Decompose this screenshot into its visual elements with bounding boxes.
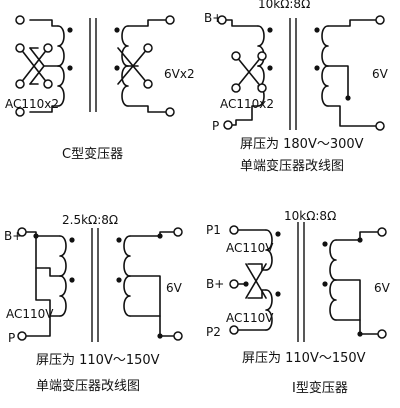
bl-secondary-winding xyxy=(123,235,131,317)
tl-terminal-x-lower xyxy=(43,79,53,89)
br-terminal-sec-bottom xyxy=(377,329,387,339)
tl-caption: C型变压器 xyxy=(62,146,123,162)
tr-secondary-label: 6V xyxy=(372,67,389,81)
br-primary-upper-label: AC110V xyxy=(226,241,274,255)
quadrant-single-ended-180-300: 10kΩ:8Ω B+ P xyxy=(204,0,389,174)
tr-rating: 10kΩ:8Ω xyxy=(258,0,310,11)
bl-terminal-b-plus xyxy=(17,227,27,237)
br-phase-dot xyxy=(275,291,281,297)
bl-phase-dot xyxy=(116,277,122,283)
tl-terminal-top-left xyxy=(15,15,25,25)
tl-terminal-sec-lower xyxy=(143,79,153,89)
tr-phase-dot xyxy=(314,27,320,33)
tr-terminal-b-plus xyxy=(217,15,227,25)
bl-junction-dot xyxy=(157,233,163,239)
tl-core xyxy=(89,18,97,112)
quadrant-c-transformer: AC110x2 6Vx2 C型变压器 xyxy=(5,15,195,162)
br-terminal-p2 xyxy=(229,325,239,335)
tl-terminal-x-upper xyxy=(43,43,53,53)
tl-terminal-mid-left-upper xyxy=(15,43,25,53)
br-core xyxy=(297,222,305,342)
quadrant-push-pull: 10kΩ:8Ω P1 B+ P2 xyxy=(206,209,391,396)
bl-core xyxy=(91,228,99,342)
bl-phase-dot xyxy=(69,237,75,243)
tr-caption-line2: 单端变压器改线图 xyxy=(240,158,344,174)
bl-rating: 2.5kΩ:8Ω xyxy=(62,213,118,227)
quadrant-single-ended-110-150: 2.5kΩ:8Ω B+ P AC110V 6 xyxy=(4,213,183,394)
tr-terminal-sec-top xyxy=(375,15,385,25)
tr-caption-line1: 屏压为 180V～300V xyxy=(240,137,364,152)
tl-primary-winding xyxy=(57,25,65,107)
tl-terminal-sec-upper xyxy=(143,43,153,53)
br-primary-lower-label: AC110V xyxy=(226,311,274,325)
tl-terminal-mid-left-lower xyxy=(15,79,25,89)
br-phase-dot xyxy=(322,281,328,287)
bl-phase-dot xyxy=(116,237,122,243)
tl-phase-dot xyxy=(67,27,73,33)
br-junction-dot xyxy=(357,331,363,337)
tr-phase-dot xyxy=(267,27,273,33)
tr-terminal-sec-bottom xyxy=(375,121,385,131)
bl-primary-winding xyxy=(59,235,67,317)
tr-p: P xyxy=(212,119,219,133)
bl-primary-label: AC110V xyxy=(6,307,54,321)
bl-secondary-label: 6V xyxy=(166,281,183,295)
tl-phase-dot xyxy=(114,65,120,71)
tr-phase-dot xyxy=(267,65,273,71)
tr-terminal-p xyxy=(223,120,233,130)
br-terminal-p1 xyxy=(229,225,239,235)
br-p1: P1 xyxy=(206,223,221,237)
tl-terminal-bottom-right xyxy=(165,107,175,117)
tr-secondary-winding xyxy=(321,25,329,107)
tr-primary-winding xyxy=(257,25,265,107)
bl-caption-line1: 屏压为 110V～150V xyxy=(36,353,160,368)
bl-p: P xyxy=(8,331,15,345)
tr-junction-dot xyxy=(345,95,351,101)
br-junction-dot xyxy=(243,281,249,287)
tr-primary-label: AC110x2 xyxy=(220,97,274,111)
tl-primary-label: AC110x2 xyxy=(5,97,59,111)
br-rating: 10kΩ:8Ω xyxy=(284,209,336,223)
br-caption-line1: 屏压为 110V～150V xyxy=(242,351,366,366)
br-terminal-sec-top xyxy=(377,227,387,237)
br-phase-dot xyxy=(322,241,328,247)
bl-junction-dot xyxy=(157,333,163,339)
bl-terminal-p xyxy=(17,331,27,341)
bl-phase-dot xyxy=(69,277,75,283)
br-caption-line2: I型变压器 xyxy=(292,380,348,396)
tl-phase-dot xyxy=(67,65,73,71)
tl-terminal-bottom-left xyxy=(15,107,25,117)
bl-junction-dot xyxy=(33,233,39,239)
bl-caption-line2: 单端变压器改线图 xyxy=(36,378,140,394)
tr-terminal-x-ll xyxy=(231,83,241,93)
tr-phase-dot xyxy=(314,65,320,71)
tl-phase-dot xyxy=(114,27,120,33)
br-phase-dot xyxy=(275,231,281,237)
tl-terminal-top-right xyxy=(165,15,175,25)
br-b-plus: B+ xyxy=(206,277,224,291)
tl-secondary-winding xyxy=(121,25,129,107)
tr-terminal-x-ur xyxy=(257,51,267,61)
tr-terminal-x-ul xyxy=(231,51,241,61)
br-secondary-winding xyxy=(329,239,337,321)
br-junction-dot xyxy=(357,237,363,243)
br-p2: P2 xyxy=(206,325,221,339)
bl-terminal-sec-top xyxy=(173,227,183,237)
br-terminal-b-plus xyxy=(229,279,239,289)
tr-terminal-x-lr xyxy=(257,83,267,93)
br-secondary-label: 6V xyxy=(374,281,391,295)
bl-terminal-sec-bottom xyxy=(173,331,183,341)
tr-core xyxy=(289,18,297,130)
tl-secondary-label: 6Vx2 xyxy=(164,67,195,81)
